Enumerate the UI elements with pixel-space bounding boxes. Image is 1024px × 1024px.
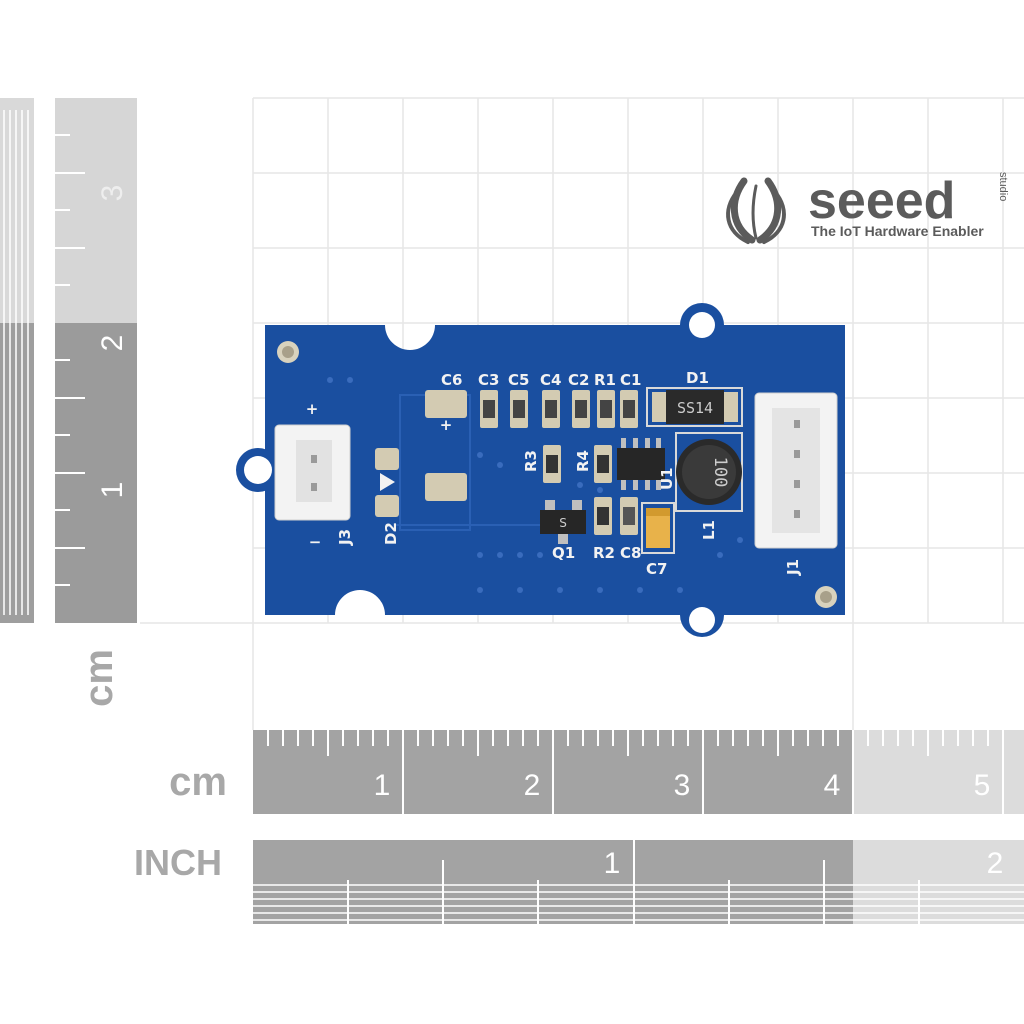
left-ruler-number-1: 1 <box>96 482 129 499</box>
inch-ruler-number-2: 2 <box>987 847 1004 880</box>
inch-ruler-label: INCH <box>134 842 222 883</box>
label-r4: R4 <box>574 450 592 472</box>
left-ruler: 1 2 3 cm <box>0 98 137 707</box>
label-c4: C4 <box>540 371 561 389</box>
cap-plus-label: + <box>440 416 453 434</box>
cm-ruler-number-4: 4 <box>824 769 841 802</box>
label-d2: D2 <box>382 522 400 545</box>
label-u1: U1 <box>658 467 676 490</box>
label-l1: L1 <box>700 520 718 540</box>
label-c1: C1 <box>620 371 641 389</box>
cm-ruler-number-2: 2 <box>524 769 541 802</box>
cm-ruler-number-1: 1 <box>374 769 391 802</box>
cm-ruler-label: cm <box>169 760 227 804</box>
brand-name: seeed <box>808 172 955 230</box>
d2-arrow-icon <box>380 473 395 491</box>
minus-terminal-label: − <box>309 533 322 551</box>
label-j1: J1 <box>784 559 802 576</box>
label-d1: D1 <box>686 369 709 387</box>
label-r2: R2 <box>593 544 615 562</box>
label-c6: C6 <box>441 371 462 389</box>
label-j3: J3 <box>336 529 354 546</box>
left-ruler-number-2: 2 <box>96 335 129 352</box>
label-c8: C8 <box>620 544 641 562</box>
inch-ruler-number-1: 1 <box>604 847 621 880</box>
cm-ruler-number-5: 5 <box>974 769 991 802</box>
label-c7: C7 <box>646 560 667 578</box>
label-c3: C3 <box>478 371 499 389</box>
cm-ruler: 1 2 3 4 5 cm <box>169 730 1024 814</box>
label-c2: C2 <box>568 371 589 389</box>
transistor-marking: S <box>559 516 567 530</box>
label-r3: R3 <box>522 450 540 472</box>
d1-diode <box>666 390 724 424</box>
inductor-marking: 100 <box>710 457 730 488</box>
seeed-logo-icon <box>726 177 786 244</box>
diode-marking: SS14 <box>677 399 713 417</box>
label-q1: Q1 <box>552 544 575 562</box>
label-c5: C5 <box>508 371 529 389</box>
cm-ruler-number-3: 3 <box>674 769 691 802</box>
q1-transistor <box>540 510 586 534</box>
inch-ruler: 1 2 INCH <box>134 840 1024 924</box>
brand-tagline: The IoT Hardware Enabler <box>811 223 984 239</box>
label-r1: R1 <box>594 371 616 389</box>
pcb-board: SS14 100 S <box>236 303 845 637</box>
left-cm-label: cm <box>77 649 121 707</box>
u1-chip <box>617 438 665 490</box>
plus-terminal-label: + <box>306 400 319 418</box>
seeed-logo: seeed studio The IoT Hardware Enabler <box>726 172 1009 244</box>
brand-sub: studio <box>997 172 1009 201</box>
left-ruler-number-3: 3 <box>96 185 129 202</box>
